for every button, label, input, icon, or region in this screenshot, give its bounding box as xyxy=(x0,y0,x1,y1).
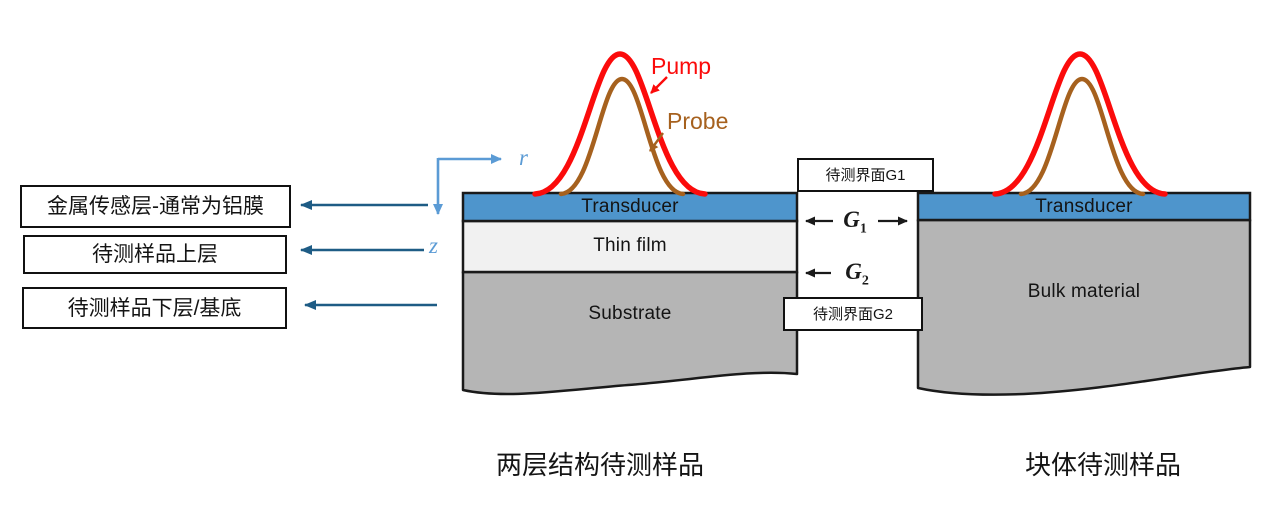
caption-bulk-sample: 块体待测样品 xyxy=(1024,450,1182,480)
thin-film-label: Thin film xyxy=(593,235,667,256)
callout-label: 待测样品上层 xyxy=(92,243,218,266)
callout-label: 待测样品下层/基底 xyxy=(67,296,242,320)
callout-box-sample-lower-layer: 待测样品下层/基底 xyxy=(22,287,287,329)
left-thin-film-shape xyxy=(461,219,799,274)
left-transducer-shape xyxy=(461,191,799,223)
z-axis-label: z xyxy=(429,233,438,258)
g2-subscript: 2 xyxy=(861,273,869,289)
pump-beam-curve-left xyxy=(532,51,708,197)
callout-box-metal-sensing-layer: 金属传感层-通常为铝膜 xyxy=(20,185,291,228)
right-transducer-label: Transducer xyxy=(1035,196,1133,217)
right-transducer-shape xyxy=(916,191,1252,222)
interface-g2-box: 待测界面G2 xyxy=(783,297,923,331)
substrate-label: Substrate xyxy=(588,303,672,324)
probe-beam-curve-left xyxy=(558,76,686,197)
pump-label: Pump xyxy=(651,53,712,79)
g1-subscript: 1 xyxy=(859,221,867,237)
probe-pointer-arrow xyxy=(649,132,664,152)
left-substrate-shape xyxy=(461,270,799,396)
right-bulk-shape xyxy=(916,218,1252,396)
pump-pointer-arrow xyxy=(650,76,668,94)
g1-symbol: G1 xyxy=(833,208,877,237)
g2-symbol: G2 xyxy=(835,260,879,289)
probe-label: Probe xyxy=(667,108,729,134)
g1-letter: G xyxy=(843,207,860,232)
pump-beam-curve-right xyxy=(992,51,1168,197)
g2-letter: G xyxy=(845,259,862,284)
interface-g1-box: 待测界面G1 xyxy=(797,158,934,192)
interface-g2-box-label: 待测界面G2 xyxy=(812,305,893,323)
interface-g1-box-label: 待测界面G1 xyxy=(825,166,906,184)
callout-label: 金属传感层-通常为铝膜 xyxy=(47,195,264,218)
r-axis-label: r xyxy=(519,145,528,170)
callout-box-sample-upper-layer: 待测样品上层 xyxy=(23,235,287,274)
left-transducer-label: Transducer xyxy=(581,196,679,217)
caption-two-layer-sample: 两层结构待测样品 xyxy=(495,450,705,480)
probe-beam-curve-right xyxy=(1018,76,1146,197)
bulk-material-label: Bulk material xyxy=(1027,281,1141,302)
